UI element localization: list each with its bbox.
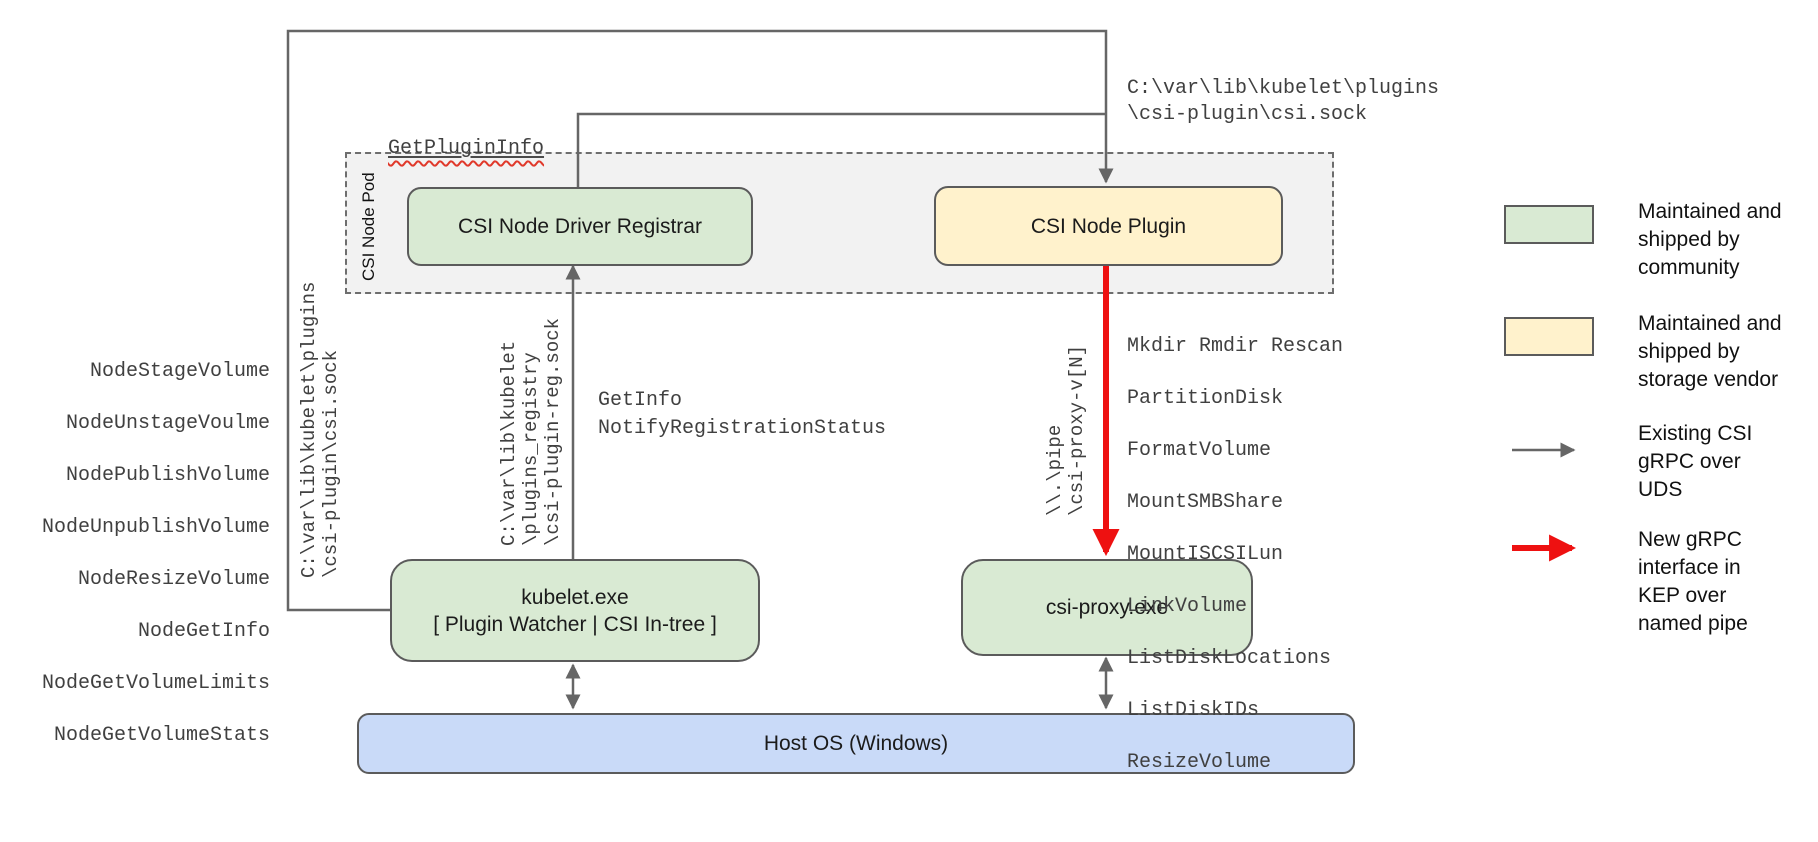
proxy-call-item: MountSMBShare	[1127, 491, 1284, 514]
registrar-calls-annotation: GetInfo NotifyRegistrationStatus	[598, 389, 887, 440]
legend-vendor-swatch	[1504, 317, 1594, 356]
kubelet-sublabel: [ Plugin Watcher | CSI In-tree ]	[433, 612, 717, 636]
proxy-call-item: MountISCSILun	[1127, 543, 1284, 566]
proxy-call-item: FormatVolume	[1127, 439, 1272, 462]
host-os-label: Host OS (Windows)	[763, 732, 949, 755]
csi-node-plugin-label: CSI Node Plugin	[1030, 214, 1187, 238]
getplugininfo-text: GetPluginInfo	[388, 137, 545, 160]
proxy-call-item: PartitionDisk	[1127, 387, 1284, 410]
legend-namedpipe-text: New gRPC interface in KEP over named pip…	[1638, 528, 1748, 635]
proxy-call-item: Mkdir Rmdir Rescan	[1127, 335, 1344, 358]
node-call-item: NodeGetVolumeLimits	[41, 672, 270, 695]
getplugininfo-annotation: GetPluginInfo	[388, 114, 544, 160]
csi-node-driver-registrar-label: CSI Node Driver Registrar	[458, 215, 702, 238]
registry-sock-path-vertical-annotation: C:\var\lib\kubelet \plugins_registry \cs…	[498, 317, 564, 546]
proxy-call-item: ResizeVolume	[1127, 751, 1272, 774]
node-call-item: NodeGetInfo	[137, 620, 270, 643]
node-call-item: NodeUnstageVoulme	[65, 412, 270, 435]
host-os-box: Host OS (Windows)	[357, 713, 1355, 774]
named-pipe-vertical-annotation: \\.\pipe \csi-proxy-v[N]	[1044, 344, 1088, 516]
proxy-call-item: ListDiskLocations	[1127, 647, 1332, 670]
legend-community-text: Maintained and shipped by community	[1638, 200, 1782, 279]
proxy-calls-list: Mkdir Rmdir Rescan PartitionDisk FormatV…	[1127, 308, 1343, 802]
kubelet-box: kubelet.exe [ Plugin Watcher | CSI In-tr…	[390, 559, 760, 662]
csi-node-driver-registrar-box: CSI Node Driver Registrar	[407, 187, 753, 266]
node-call-item: NodeStageVolume	[89, 360, 270, 383]
csi-node-pod-title: CSI Node Pod	[359, 172, 378, 281]
node-calls-list: NodeStageVolume NodeUnstageVoulme NodePu…	[20, 333, 270, 775]
legend-uds-text: Existing CSI gRPC over UDS	[1638, 422, 1753, 501]
node-call-item: NodeResizeVolume	[77, 568, 270, 591]
node-call-item: NodeUnpublishVolume	[41, 516, 270, 539]
csi-sock-path-vertical-annotation: C:\var\lib\kubelet\plugins \csi-plugin\c…	[298, 281, 342, 578]
node-call-item: NodeGetVolumeStats	[53, 724, 270, 747]
csi-sock-path-annotation: C:\var\lib\kubelet\plugins \csi-plugin\c…	[1127, 77, 1440, 126]
legend-vendor-text: Maintained and shipped by storage vendor	[1638, 312, 1782, 391]
node-call-item: NodePublishVolume	[65, 464, 270, 487]
legend-community-swatch	[1504, 205, 1594, 244]
csi-node-plugin-box: CSI Node Plugin	[934, 186, 1283, 266]
proxy-call-item: LinkVolume	[1127, 595, 1248, 618]
proxy-call-item: ListDiskIDs	[1127, 699, 1260, 722]
kubelet-label: kubelet.exe	[521, 585, 629, 609]
